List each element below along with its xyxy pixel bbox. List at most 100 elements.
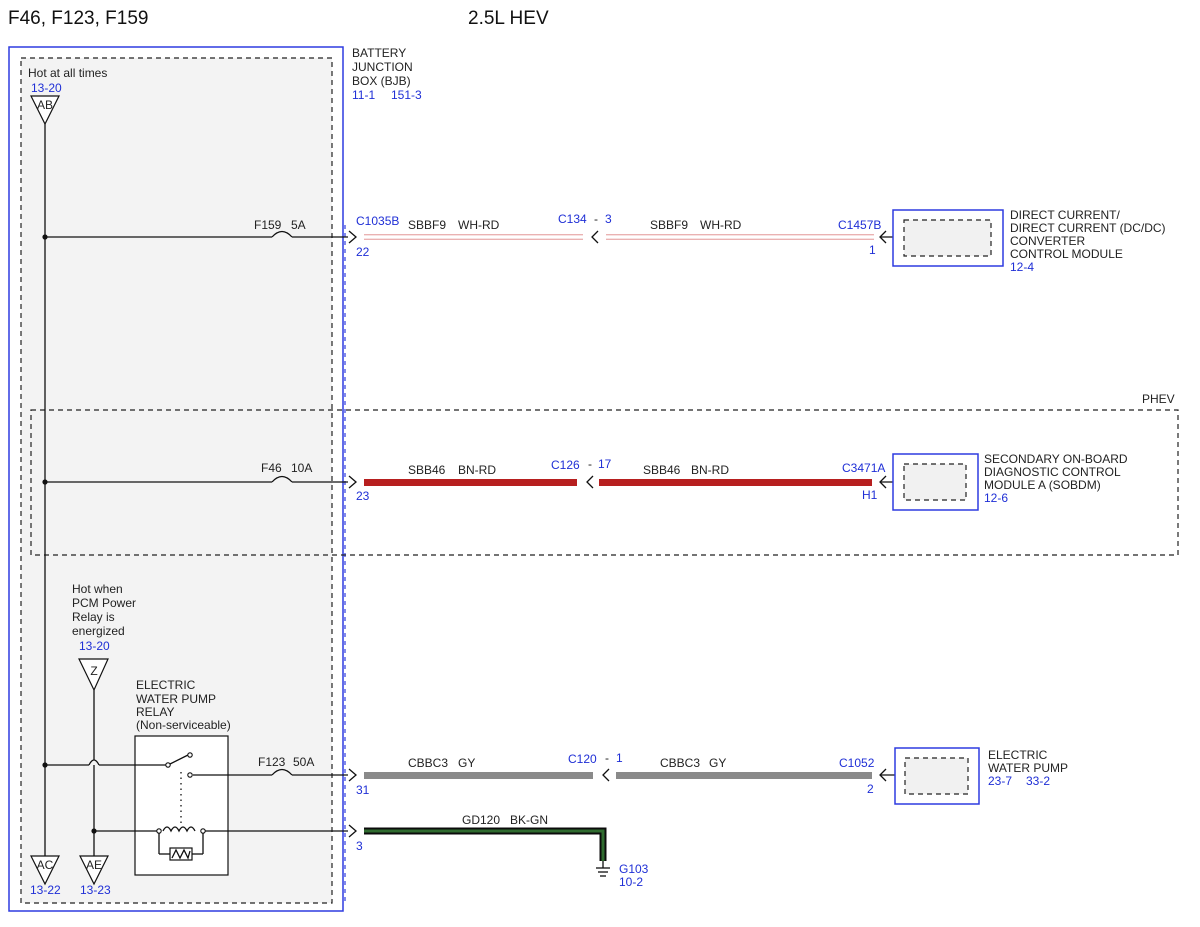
wire-sbbf9-a	[364, 234, 583, 240]
sobdm-name-3: MODULE A (SOBDM)	[984, 478, 1101, 492]
c1052-label: C1052	[839, 756, 875, 770]
c1052-pin: 2	[867, 782, 874, 796]
c126-pin: 17	[598, 457, 612, 471]
c1457b-pin: 1	[869, 243, 876, 257]
ground-bjb-pin: 3	[356, 839, 363, 853]
cbbc3-color-a: GY	[458, 756, 475, 770]
z-crossover-icon	[88, 759, 100, 766]
terminal-ab-label: AB	[37, 98, 53, 112]
wire-gd120-stripe	[364, 829, 605, 861]
sbb46-circuit-a: SBB46	[408, 463, 446, 477]
gd120-circuit: GD120	[462, 813, 500, 827]
wire-cbbc3-a	[364, 772, 593, 779]
dcdc-name-4: CONTROL MODULE	[1010, 247, 1123, 261]
bjb-name-1: BATTERY	[352, 46, 406, 60]
fuse-f46-icon	[271, 475, 293, 483]
c3471a-label: C3471A	[842, 461, 885, 475]
terminal-ae-label: AE	[86, 858, 102, 872]
sbb46-color-b: BN-RD	[691, 463, 729, 477]
f46-bjb-pin: 23	[356, 489, 370, 503]
relay-contact-out-icon	[187, 772, 193, 778]
fuse-f123-icon	[271, 768, 293, 776]
sbbf9-circuit-b: SBBF9	[650, 218, 688, 232]
relay-coil-icon	[162, 826, 196, 833]
fuse-list-title: F46, F123, F159	[8, 8, 148, 29]
f159-rating-label: 5A	[291, 218, 306, 232]
f123-fuse-label: F123	[258, 755, 286, 769]
fuse-f159-icon	[271, 230, 293, 238]
coil-resistor-zigzag	[171, 848, 191, 860]
f46-connector-arrow	[348, 475, 357, 489]
c134-dash: -	[594, 212, 598, 226]
dcdc-module-inner	[903, 219, 992, 257]
c1035b-label: C1035B	[356, 214, 399, 228]
sobdm-ref: 12-6	[984, 491, 1008, 505]
wire-sbbf9-b	[606, 234, 874, 240]
bjb-ref-1: 11-1	[352, 88, 375, 102]
f159-bjb-pin: 22	[356, 245, 370, 259]
terminal-z-icon	[78, 658, 109, 692]
c120-dash: -	[605, 751, 609, 765]
terminal-ae-icon	[79, 855, 109, 886]
bjb-name-2: JUNCTION	[352, 60, 413, 74]
f159-connector-arrow	[348, 230, 357, 244]
sbbf9-color-b: WH-RD	[700, 218, 742, 232]
terminal-ac-ref: 13-22	[30, 883, 61, 897]
c134-pin: 3	[605, 212, 612, 226]
ground-id: G103	[619, 862, 649, 876]
relay-switch-arm	[169, 754, 189, 765]
terminal-ae-ref: 13-23	[80, 883, 111, 897]
cbbc3-circuit-b: CBBC3	[660, 756, 700, 770]
f46-rating-label: 10A	[291, 461, 312, 475]
sbb46-color-a: BN-RD	[458, 463, 496, 477]
phev-label: PHEV	[1142, 392, 1175, 406]
wire-gd120-outline	[364, 827, 607, 861]
relay-name-3: RELAY	[136, 705, 174, 719]
hot-always-label: Hot at all times	[28, 66, 107, 80]
hot-relay-ref: 13-20	[79, 639, 110, 653]
pump-name-2: WATER PUMP	[988, 761, 1068, 775]
c120-arrow	[602, 768, 610, 782]
terminal-z-label: Z	[90, 664, 97, 678]
c1457b-label: C1457B	[838, 218, 881, 232]
relay-contact-no-icon	[187, 752, 193, 758]
f159-fuse-label: F159	[254, 218, 282, 232]
pump-ref-2: 33-2	[1026, 774, 1050, 788]
phev-region	[30, 409, 1179, 556]
c126-dash: -	[588, 457, 592, 471]
f123-bjb-pin: 31	[356, 783, 370, 797]
hot-relay-3: Relay is	[72, 610, 115, 624]
ground-ref: 10-2	[619, 875, 643, 889]
sobdm-name-1: SECONDARY ON-BOARD	[984, 452, 1128, 466]
hot-relay-1: Hot when	[72, 582, 123, 596]
wire-sbb46-a	[364, 479, 577, 486]
c126-arrow	[586, 475, 594, 489]
f123-rating-label: 50A	[293, 755, 314, 769]
pump-ref-1: 23-7	[988, 774, 1012, 788]
relay-name-2: WATER PUMP	[136, 692, 216, 706]
c120-label: C120	[568, 752, 597, 766]
c126-label: C126	[551, 458, 580, 472]
ground-connector-arrow	[348, 824, 357, 838]
hot-relay-2: PCM Power	[72, 596, 136, 610]
engine-title: 2.5L HEV	[468, 8, 549, 29]
gd120-color: BK-GN	[510, 813, 548, 827]
terminal-ac-label: AC	[37, 858, 54, 872]
dcdc-name-1: DIRECT CURRENT/	[1010, 208, 1120, 222]
relay-name-1: ELECTRIC	[136, 678, 196, 692]
sbb46-circuit-b: SBB46	[643, 463, 681, 477]
cbbc3-circuit-a: CBBC3	[408, 756, 448, 770]
c134-label: C134	[558, 212, 587, 226]
relay-pole-icon	[165, 762, 171, 768]
f123-connector-arrow	[348, 768, 357, 782]
wire-cbbc3-b	[616, 772, 872, 779]
c3471a-pin: H1	[862, 488, 878, 502]
relay-name-4: (Non-serviceable)	[136, 718, 231, 732]
wire-sbb46-b	[599, 479, 872, 486]
hot-always-ref: 13-20	[31, 81, 62, 95]
dcdc-name-3: CONVERTER	[1010, 234, 1085, 248]
sobdm-name-2: DIAGNOSTIC CONTROL	[984, 465, 1121, 479]
c120-pin: 1	[616, 751, 623, 765]
sbbf9-circuit-a: SBBF9	[408, 218, 446, 232]
